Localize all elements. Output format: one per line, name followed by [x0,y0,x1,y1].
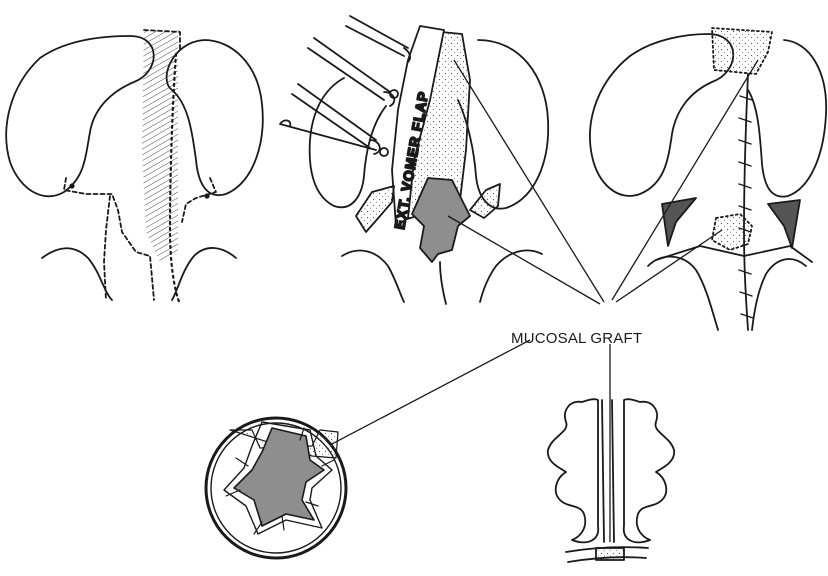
middle-lower-contour-right [480,250,542,302]
hook-lower [280,120,376,150]
right-flap-incision-dashed [182,178,216,222]
graft-base-mark [596,548,624,560]
middle-right-shelf-outline [458,40,548,209]
panel-left-initial-palate [6,30,263,304]
right-panel-right-dark-flap [768,200,800,248]
cross-section-view [548,399,674,562]
right-palatal-shelf-outline [167,40,263,195]
left-flap-incision-lower [104,196,110,300]
mucosal-graft-label: MUCOSAL GRAFT [511,330,642,347]
right-panel-left-shelf [590,34,733,196]
left-lateral-flap [356,186,394,232]
top-closure-patch [712,28,772,74]
sutured-midline [744,74,748,330]
right-panel-lower-contour-left [648,257,718,330]
right-turbinate-outline [624,399,674,542]
right-lateral-flap [470,184,500,218]
forceps-upper [346,16,410,62]
middle-lower-contour-left [342,251,404,302]
septum-lines [602,400,614,542]
right-panel-left-dark-flap [662,198,696,246]
magnified-graft-inset [206,418,346,558]
panel-right-closure [590,28,826,330]
left-palatal-shelf-outline [6,36,154,196]
middle-midline-lower [440,262,446,304]
leader-lines [290,60,758,542]
forceps-middle [308,38,394,106]
left-turbinate-outline [548,399,598,542]
left-mark-dot [69,183,74,188]
forceps-lower [292,84,380,154]
hook-tip [380,148,388,156]
right-panel-lower-contour-right [752,259,806,330]
panel-middle-vomer-flap: EXT. VOMER FLAP [280,16,548,304]
lower-contour-left [42,248,112,300]
right-mark-dot [204,193,209,198]
lower-contour-right [172,248,236,300]
left-flap-incision-dashed [64,178,154,300]
vomer-strip-hatched [142,30,178,262]
